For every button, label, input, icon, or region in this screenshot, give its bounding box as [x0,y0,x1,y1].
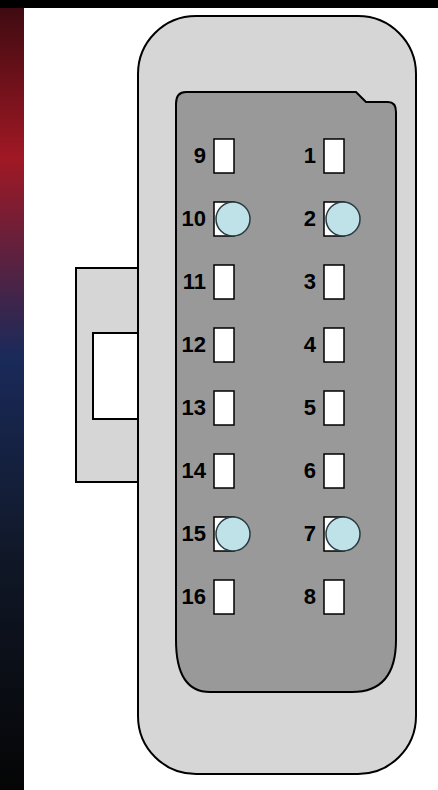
pin-contact [324,580,344,614]
pin-contact [324,454,344,488]
pin-number: 4 [304,332,316,358]
pin-number: 13 [182,395,206,421]
pin-number: 14 [182,458,206,484]
pin-number: 7 [304,521,316,547]
pin-number: 16 [182,584,206,610]
pin-contact [324,391,344,425]
pin-contact [324,139,344,173]
pin-contact [214,391,234,425]
pin-contact [324,265,344,299]
pin-number: 3 [304,269,316,295]
pin-contact [214,580,234,614]
pin-number: 8 [304,584,316,610]
pin-highlight [326,202,360,236]
pin-number: 6 [304,458,316,484]
pin-highlight [216,202,250,236]
pin-contact [214,139,234,173]
pin-highlight [326,517,360,551]
pin-contact [214,328,234,362]
pin-contact [214,454,234,488]
background-strip [0,0,438,8]
latch-window [93,333,142,419]
pin-number: 12 [182,332,206,358]
pin-number: 9 [194,143,206,169]
pin-highlight [216,517,250,551]
pin-number: 10 [182,206,206,232]
pin-number: 1 [304,143,316,169]
pin-number: 11 [183,269,206,295]
pin-contact [214,265,234,299]
pin-number: 5 [304,395,316,421]
connector-cavity [176,92,396,692]
latch-tab [76,268,142,482]
background-strip [0,0,24,790]
pin-number: 15 [182,521,206,547]
connector-housing [138,16,416,774]
pin-contact [324,328,344,362]
pin-number: 2 [304,206,316,232]
